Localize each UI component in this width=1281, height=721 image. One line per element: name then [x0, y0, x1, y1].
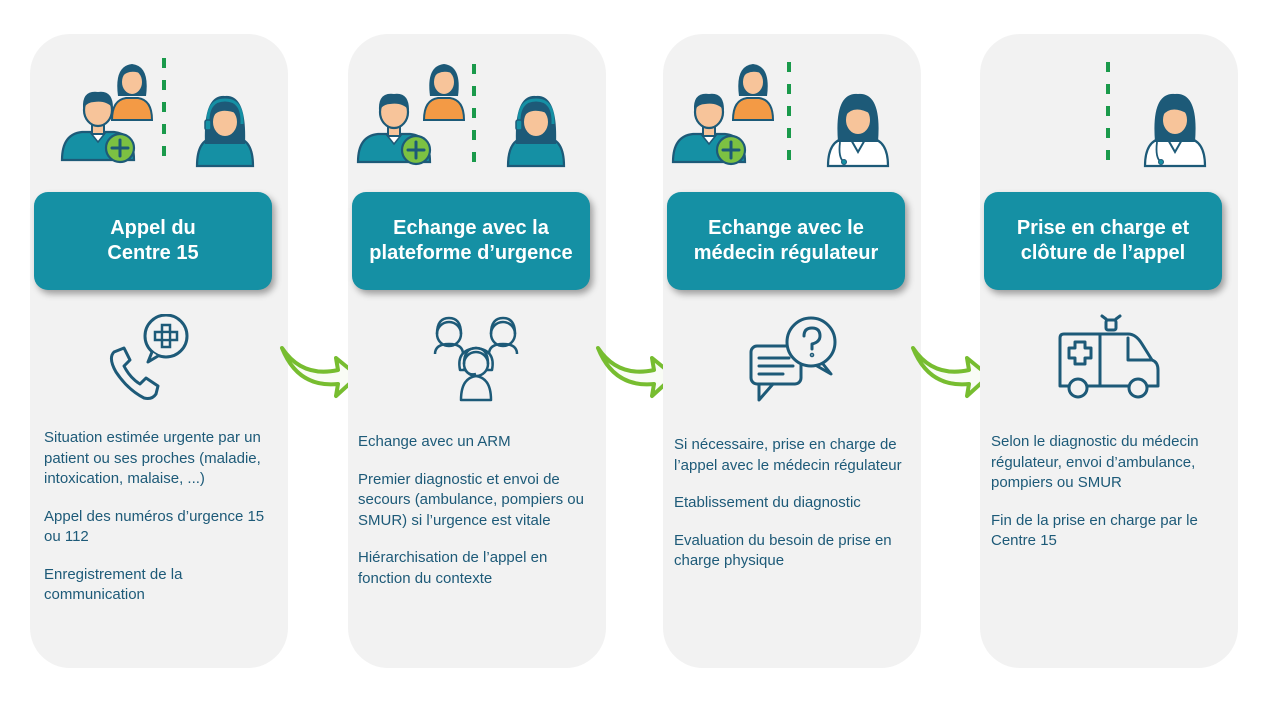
ambulance-icon	[1058, 314, 1160, 399]
step-bullets: Echange avec un ARM Premier diagnostic e…	[358, 432, 598, 606]
step-bullets: Si nécessaire, prise en charge de l’appe…	[674, 435, 914, 589]
step-card-2: Echange avec la plateforme d’urgence Ech…	[348, 34, 606, 668]
step-title: Echange avec la plateforme d’urgence	[352, 192, 590, 290]
operator-icon	[506, 94, 566, 168]
doctor-icon	[1143, 92, 1207, 168]
bullet-text: Premier diagnostic et envoi de secours (…	[358, 470, 584, 529]
woman-icon	[423, 63, 465, 121]
operator-icon	[195, 94, 255, 168]
phone-plus-icon	[109, 314, 189, 400]
step-card-4: Prise en charge et clôture de l’appel Se…	[980, 34, 1238, 668]
woman-icon	[732, 63, 774, 121]
bullet-text: Fin de la prise en charge par le Centre …	[991, 511, 1198, 550]
bullet-text: Etablissement du diagnostic	[674, 494, 861, 511]
doctor-icon	[826, 92, 890, 168]
bullet-text: Enregistrement de la communication	[44, 565, 183, 604]
doctor-illustration	[1106, 62, 1207, 168]
step-card-1: Appel du Centre 15 Situation estimée urg…	[30, 34, 288, 668]
bullet-text: Evaluation du besoin de prise en charge …	[674, 531, 892, 570]
bullet-text: Appel des numéros d’urgence 15 ou 112	[44, 507, 265, 546]
woman-icon	[111, 63, 153, 121]
patient-icon	[356, 92, 432, 166]
step-bullets: Situation estimée urgente par un patient…	[44, 428, 284, 623]
bullet-text: Echange avec un ARM	[358, 433, 511, 450]
bullet-text: Selon le diagnostic du médecin régulateu…	[991, 433, 1199, 491]
bullet-text: Hiérarchisation de l’appel en fonction d…	[358, 549, 548, 587]
bullet-text: Situation estimée urgente par un patient…	[44, 429, 261, 487]
chat-question-icon	[749, 316, 837, 402]
step-title: Echange avec le médecin régulateur	[667, 192, 905, 290]
patient-relative-operator-illustration	[60, 58, 255, 168]
patient-icon	[671, 92, 747, 166]
step-title: Prise en charge et clôture de l’appel	[984, 192, 1222, 290]
bullet-text: Si nécessaire, prise en charge de l’appe…	[674, 436, 902, 474]
step-bullets: Selon le diagnostic du médecin régulateu…	[991, 432, 1231, 569]
step-card-3: Echange avec le médecin régulateur Si né…	[663, 34, 921, 668]
patient-relative-operator-illustration	[356, 63, 566, 168]
patient-relative-doctor-illustration	[671, 62, 890, 168]
operators-icon	[433, 316, 519, 402]
step-title: Appel du Centre 15	[34, 192, 272, 290]
